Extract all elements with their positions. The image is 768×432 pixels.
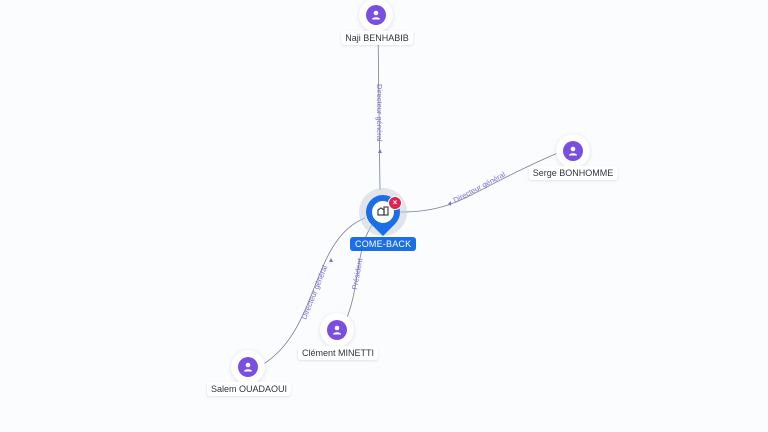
arrow-naji-icon <box>378 149 382 153</box>
center-node-label[interactable]: COME-BACK <box>350 237 417 251</box>
company-building-icon <box>377 203 389 221</box>
person-icon <box>563 141 583 161</box>
arrow-serge-icon <box>448 201 451 206</box>
person-icon <box>366 5 386 25</box>
node-naji[interactable] <box>359 0 393 32</box>
node-label-serge[interactable]: Serge BONHOMME <box>528 166 618 180</box>
person-icon <box>238 357 258 377</box>
close-icon[interactable]: × <box>388 196 402 210</box>
node-label-salem[interactable]: Salem OUADAOUI <box>206 382 292 396</box>
edge-clement <box>344 224 373 323</box>
node-label-clement[interactable]: Clément MINETTI <box>297 346 379 360</box>
edge-label-salem: Directeur général <box>300 264 330 321</box>
edge-serge <box>399 151 561 213</box>
edge-salem <box>261 217 366 366</box>
person-icon <box>327 320 347 340</box>
edge-label-serge: Directeur général <box>452 170 507 205</box>
node-clement[interactable] <box>320 313 354 347</box>
edge-naji <box>377 27 381 191</box>
edge-label-clement: Président <box>350 257 365 291</box>
arrow-salem-icon <box>329 258 333 262</box>
node-label-naji[interactable]: Naji BENHABIB <box>341 31 413 45</box>
node-serge[interactable] <box>556 134 590 168</box>
node-salem[interactable] <box>231 350 265 384</box>
edge-label-naji: Directeur général <box>375 84 384 142</box>
